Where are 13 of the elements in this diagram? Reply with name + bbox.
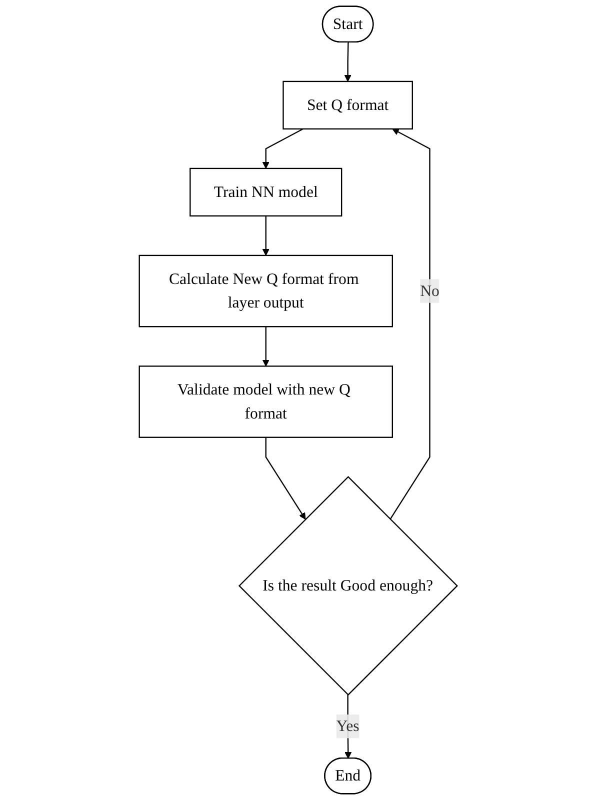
arrow bbox=[389, 128, 430, 520]
edge-label: No bbox=[420, 282, 440, 300]
arrow bbox=[262, 216, 270, 256]
edge-label: Yes bbox=[336, 718, 360, 736]
arrow bbox=[344, 42, 352, 82]
node-box: Train NN model bbox=[189, 168, 342, 217]
node-box: Calculate New Q format from layer output bbox=[138, 254, 393, 328]
arrow bbox=[262, 128, 304, 169]
node-box: Validate model with new Q format bbox=[138, 366, 393, 438]
arrow bbox=[262, 326, 270, 366]
node-diamond: Is the result Good enough? bbox=[238, 476, 458, 696]
arrow bbox=[265, 437, 306, 520]
node-box: Set Q format bbox=[282, 80, 413, 130]
